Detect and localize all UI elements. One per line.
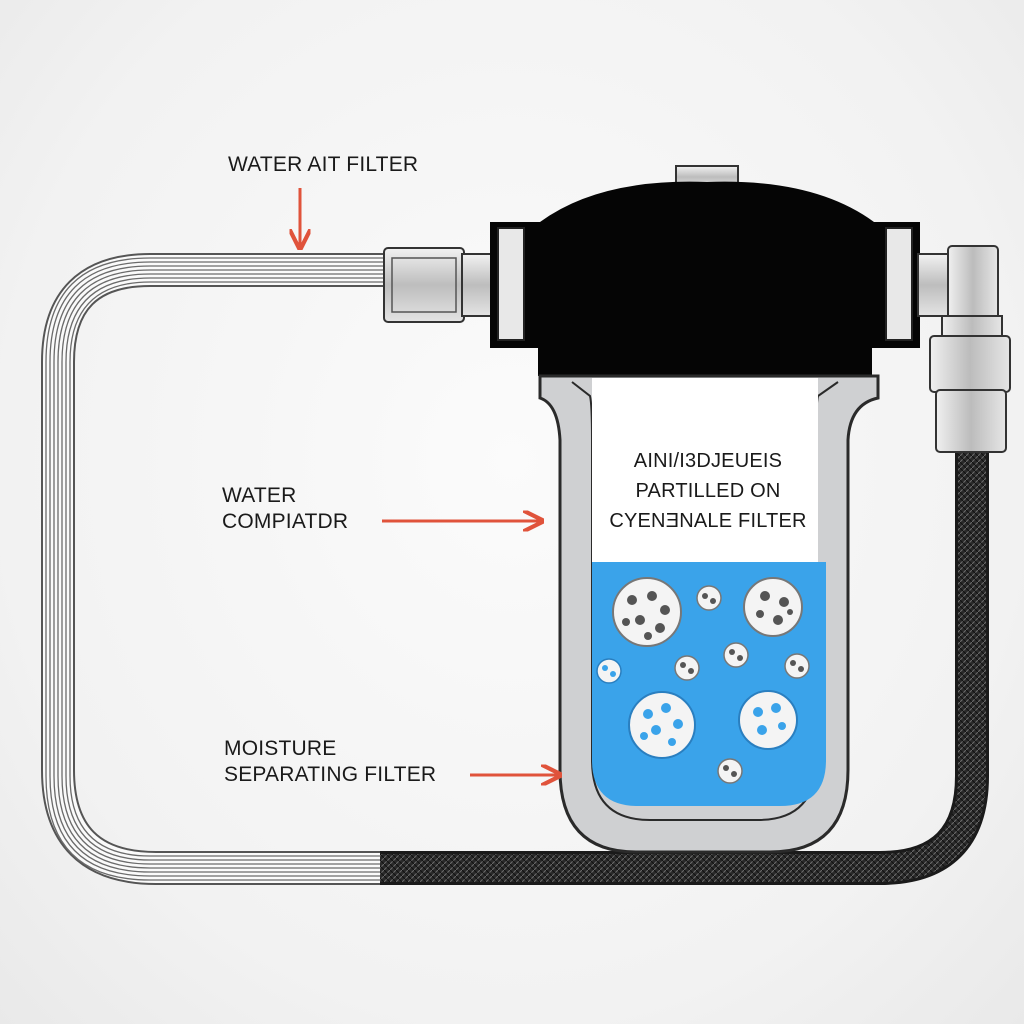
particle-large [743,577,803,637]
particle-small [674,655,700,681]
particles [596,577,810,784]
hose-stripe [57,269,392,869]
hose-stripe [45,257,392,881]
label-text: WATER AIT FILTER [228,153,419,176]
hose-stripe [69,281,392,857]
particle-small [596,658,622,684]
inlet-fitting [383,247,493,323]
filter-head [490,165,920,376]
particle-large [612,577,682,647]
label-line: AINI/I3DJEUEIS [633,450,783,472]
braided-hose [380,440,989,885]
label-water-air-filter: WATER AIT FILTER [228,152,418,178]
label-line: MOISTURE [224,737,337,760]
particle-large [738,690,798,750]
particle-small [696,585,722,611]
label-water-compiator: WATER COMPIATDR [222,483,348,535]
label-line: CYENƎNALE FILTER [609,510,807,532]
outlet-fitting [917,245,1011,453]
hose-stripe [49,261,392,877]
hose-stripe [61,273,392,865]
particle-small [717,758,743,784]
hose-stripes [45,257,392,881]
label-line: WATER [222,484,297,507]
label-line: COMPIATDR [222,510,349,533]
label-moisture-separating-filter: MOISTURE SEPARATING FILTER [224,736,436,788]
particle-large [628,691,696,759]
label-bowl-text: AINI/I3DJEUEIS PARTILLED ON CYENƎNALE FI… [588,446,828,536]
label-line: SEPARATING FILTER [224,763,437,786]
particle-small [784,653,810,679]
particle-small [723,642,749,668]
hose-stripe [53,265,392,873]
hose-stripe [65,277,392,861]
label-line: PARTILLED ON [635,480,781,502]
